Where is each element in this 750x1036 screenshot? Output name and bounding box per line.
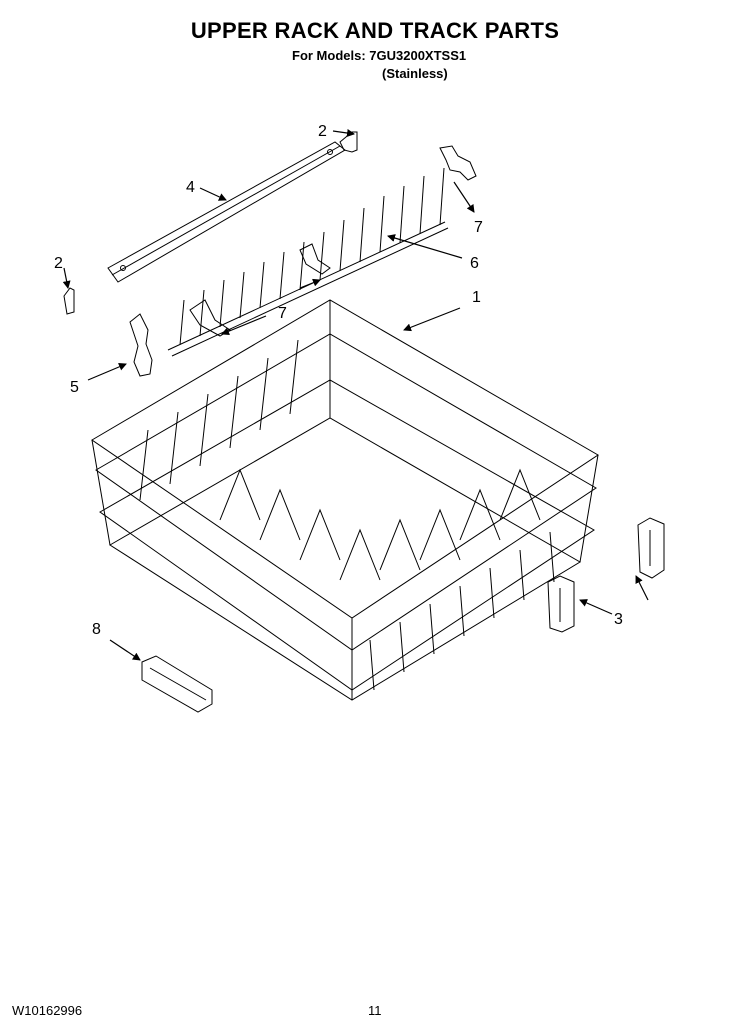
variant-label: (Stainless) xyxy=(382,66,448,81)
callout-2-left: 2 xyxy=(54,255,63,272)
callout-5: 5 xyxy=(70,379,79,396)
callout-8: 8 xyxy=(92,621,101,638)
stop-part xyxy=(141,655,213,713)
callout-2-top: 2 xyxy=(318,123,327,140)
callout-7-center: 7 xyxy=(278,305,287,322)
callout-1: 1 xyxy=(472,289,481,306)
rack-tines-left xyxy=(139,339,299,501)
rack-bar-part xyxy=(107,141,346,283)
upper-rack-basket-part xyxy=(91,299,599,701)
tine-row-part xyxy=(167,167,449,357)
rack-tines-center xyxy=(219,468,541,581)
clip-part-top xyxy=(439,145,477,181)
track-bracket-part-rear xyxy=(637,517,665,579)
clip-part-left xyxy=(129,313,153,377)
rack-tines-front xyxy=(369,531,555,691)
page-number: 11 xyxy=(368,1003,382,1018)
document-number: W10162996 xyxy=(12,1003,83,1018)
end-cap-part-top xyxy=(339,131,358,153)
leader-lines xyxy=(62,129,649,661)
end-cap-part-left xyxy=(63,287,75,315)
page-title: UPPER RACK AND TRACK PARTS xyxy=(190,18,560,43)
track-bracket-part-front xyxy=(547,575,575,633)
models-line: For Models: 7GU3200XTSS1 xyxy=(292,48,467,63)
callout-7-top: 7 xyxy=(474,219,483,236)
callout-3: 3 xyxy=(614,611,623,628)
callout-6: 6 xyxy=(470,255,479,272)
callout-4: 4 xyxy=(186,179,195,196)
